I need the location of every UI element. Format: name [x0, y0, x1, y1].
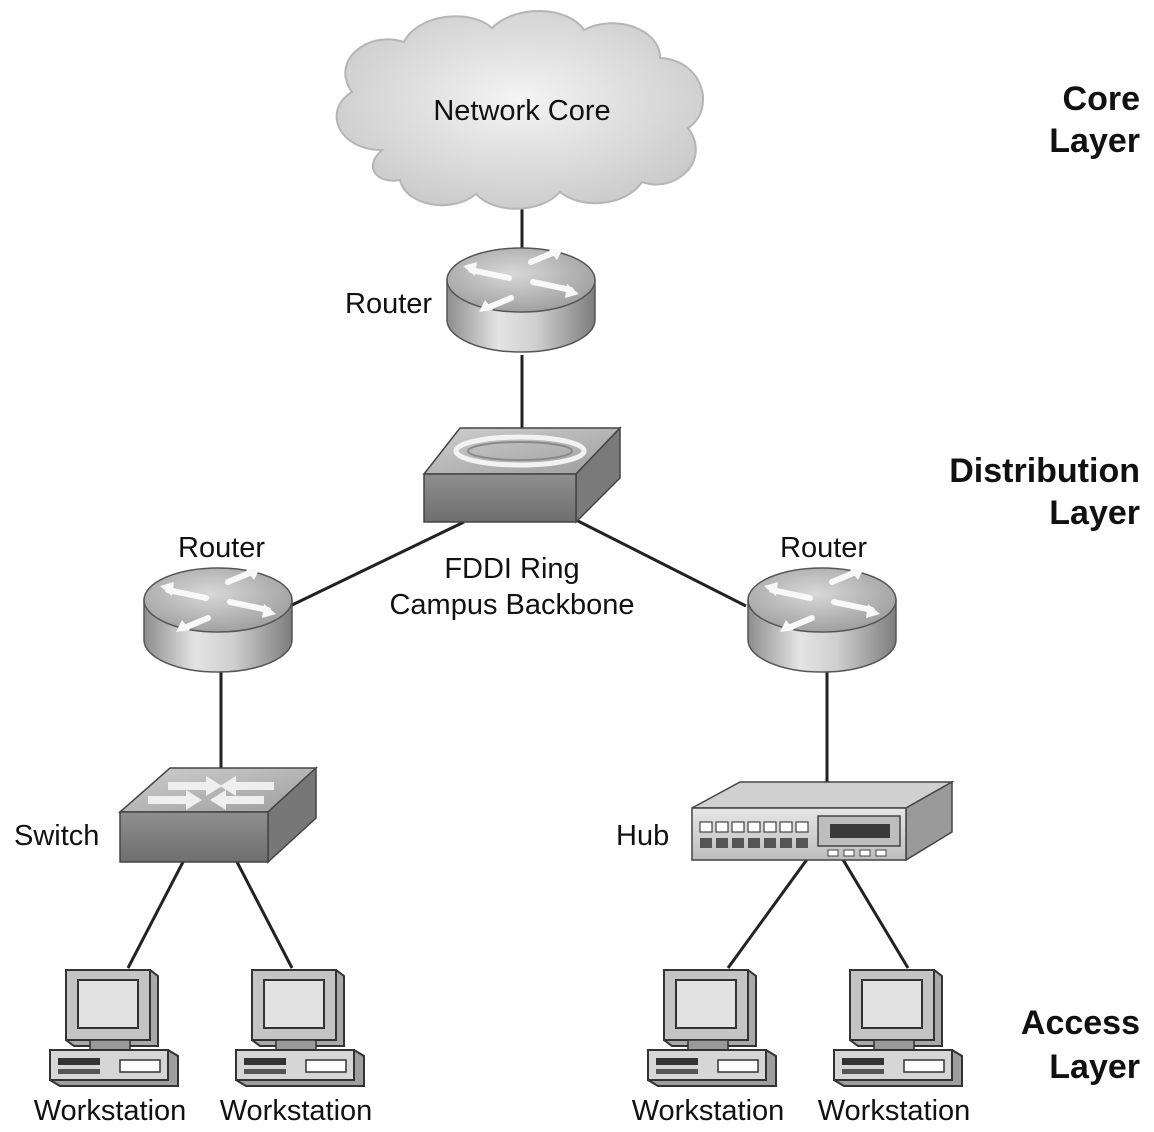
hub-label: Hub	[616, 820, 669, 852]
workstation-icon	[235, 969, 365, 1087]
access-layer-label-line2: Layer	[1049, 1048, 1140, 1086]
workstation-label: Workstation	[220, 1095, 373, 1127]
link-switch-ws2	[234, 859, 294, 969]
link-hub-ws3	[726, 857, 810, 969]
router-right-label: Router	[780, 532, 867, 564]
switch-label: Switch	[14, 820, 99, 852]
core-layer-label-line2: Layer	[1049, 122, 1140, 160]
fddi-label-line2: Campus Backbone	[389, 589, 634, 621]
router-icon	[748, 568, 896, 672]
workstation-label: Workstation	[818, 1095, 971, 1127]
router-icon	[144, 568, 292, 672]
cloud-icon	[335, 10, 704, 210]
workstation-icon	[49, 969, 179, 1087]
fddi-label-line1: FDDI Ring	[444, 553, 579, 585]
switch-icon	[118, 766, 318, 864]
distribution-layer-label-line2: Layer	[1049, 494, 1140, 532]
access-layer-label-line1: Access	[1021, 1004, 1140, 1042]
workstation-icon	[833, 969, 963, 1087]
workstation-label: Workstation	[34, 1095, 187, 1127]
hub-icon	[691, 780, 955, 862]
cloud-label: Network Core	[433, 95, 610, 127]
fddi-ring-icon	[422, 426, 622, 524]
router-icon	[447, 248, 595, 352]
link-switch-ws1	[126, 859, 186, 969]
link-hub-ws4	[840, 857, 910, 969]
core-layer-label-line1: Core	[1063, 80, 1140, 118]
workstation-label: Workstation	[632, 1095, 785, 1127]
workstation-icon	[647, 969, 777, 1087]
router-left-label: Router	[178, 532, 265, 564]
router-top-label: Router	[345, 288, 432, 320]
link-fddi-router-right	[571, 516, 747, 608]
distribution-layer-label-line1: Distribution	[949, 452, 1140, 490]
link-fddi-router-left	[289, 520, 465, 608]
connection-lines	[126, 198, 910, 969]
